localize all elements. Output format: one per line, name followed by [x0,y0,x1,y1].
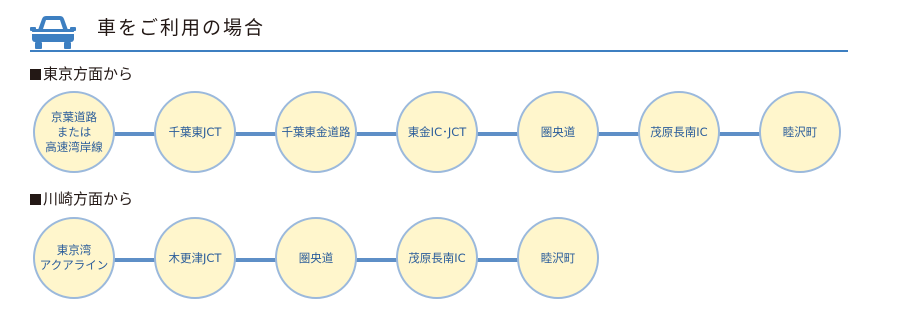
route-stop-node: 千葉東金道路 [275,91,357,173]
section-title-tokyo: 東京方面から [30,63,133,84]
page-header: 車をご利用の場合 [0,0,919,54]
route-stop-node: 京葉道路 または 高速湾岸線 [33,91,115,173]
route-stop-node: 木更津JCT [154,217,236,299]
route-stop-node: 圏央道 [517,91,599,173]
title-underline [30,50,848,52]
route-stop-node: 睦沢町 [517,217,599,299]
route-stop-node: 茂原長南IC [396,217,478,299]
car-icon [30,16,76,49]
section-title-label: 東京方面から [43,65,134,83]
route-stop-node: 圏央道 [275,217,357,299]
route-stop-node: 千葉東JCT [154,91,236,173]
route-stop-node: 東京湾 アクアライン [33,217,115,299]
square-bullet-icon [30,194,41,205]
route-stop-node: 東金IC･JCT [396,91,478,173]
page-title: 車をご利用の場合 [97,17,266,39]
square-bullet-icon [30,69,41,80]
route-diagram-kawasaki: 東京湾 アクアライン木更津JCT 圏央道茂原長南IC 睦沢町 [0,217,919,303]
route-diagram-tokyo: 京葉道路 または 高速湾岸線千葉東JCT 千葉東金道路東金IC･JCT 圏央道茂原長… [0,91,919,177]
section-title-label: 川崎方面から [43,190,134,208]
section-title-kawasaki: 川崎方面から [30,188,133,209]
route-stop-node: 睦沢町 [759,91,841,173]
route-stop-node: 茂原長南IC [638,91,720,173]
